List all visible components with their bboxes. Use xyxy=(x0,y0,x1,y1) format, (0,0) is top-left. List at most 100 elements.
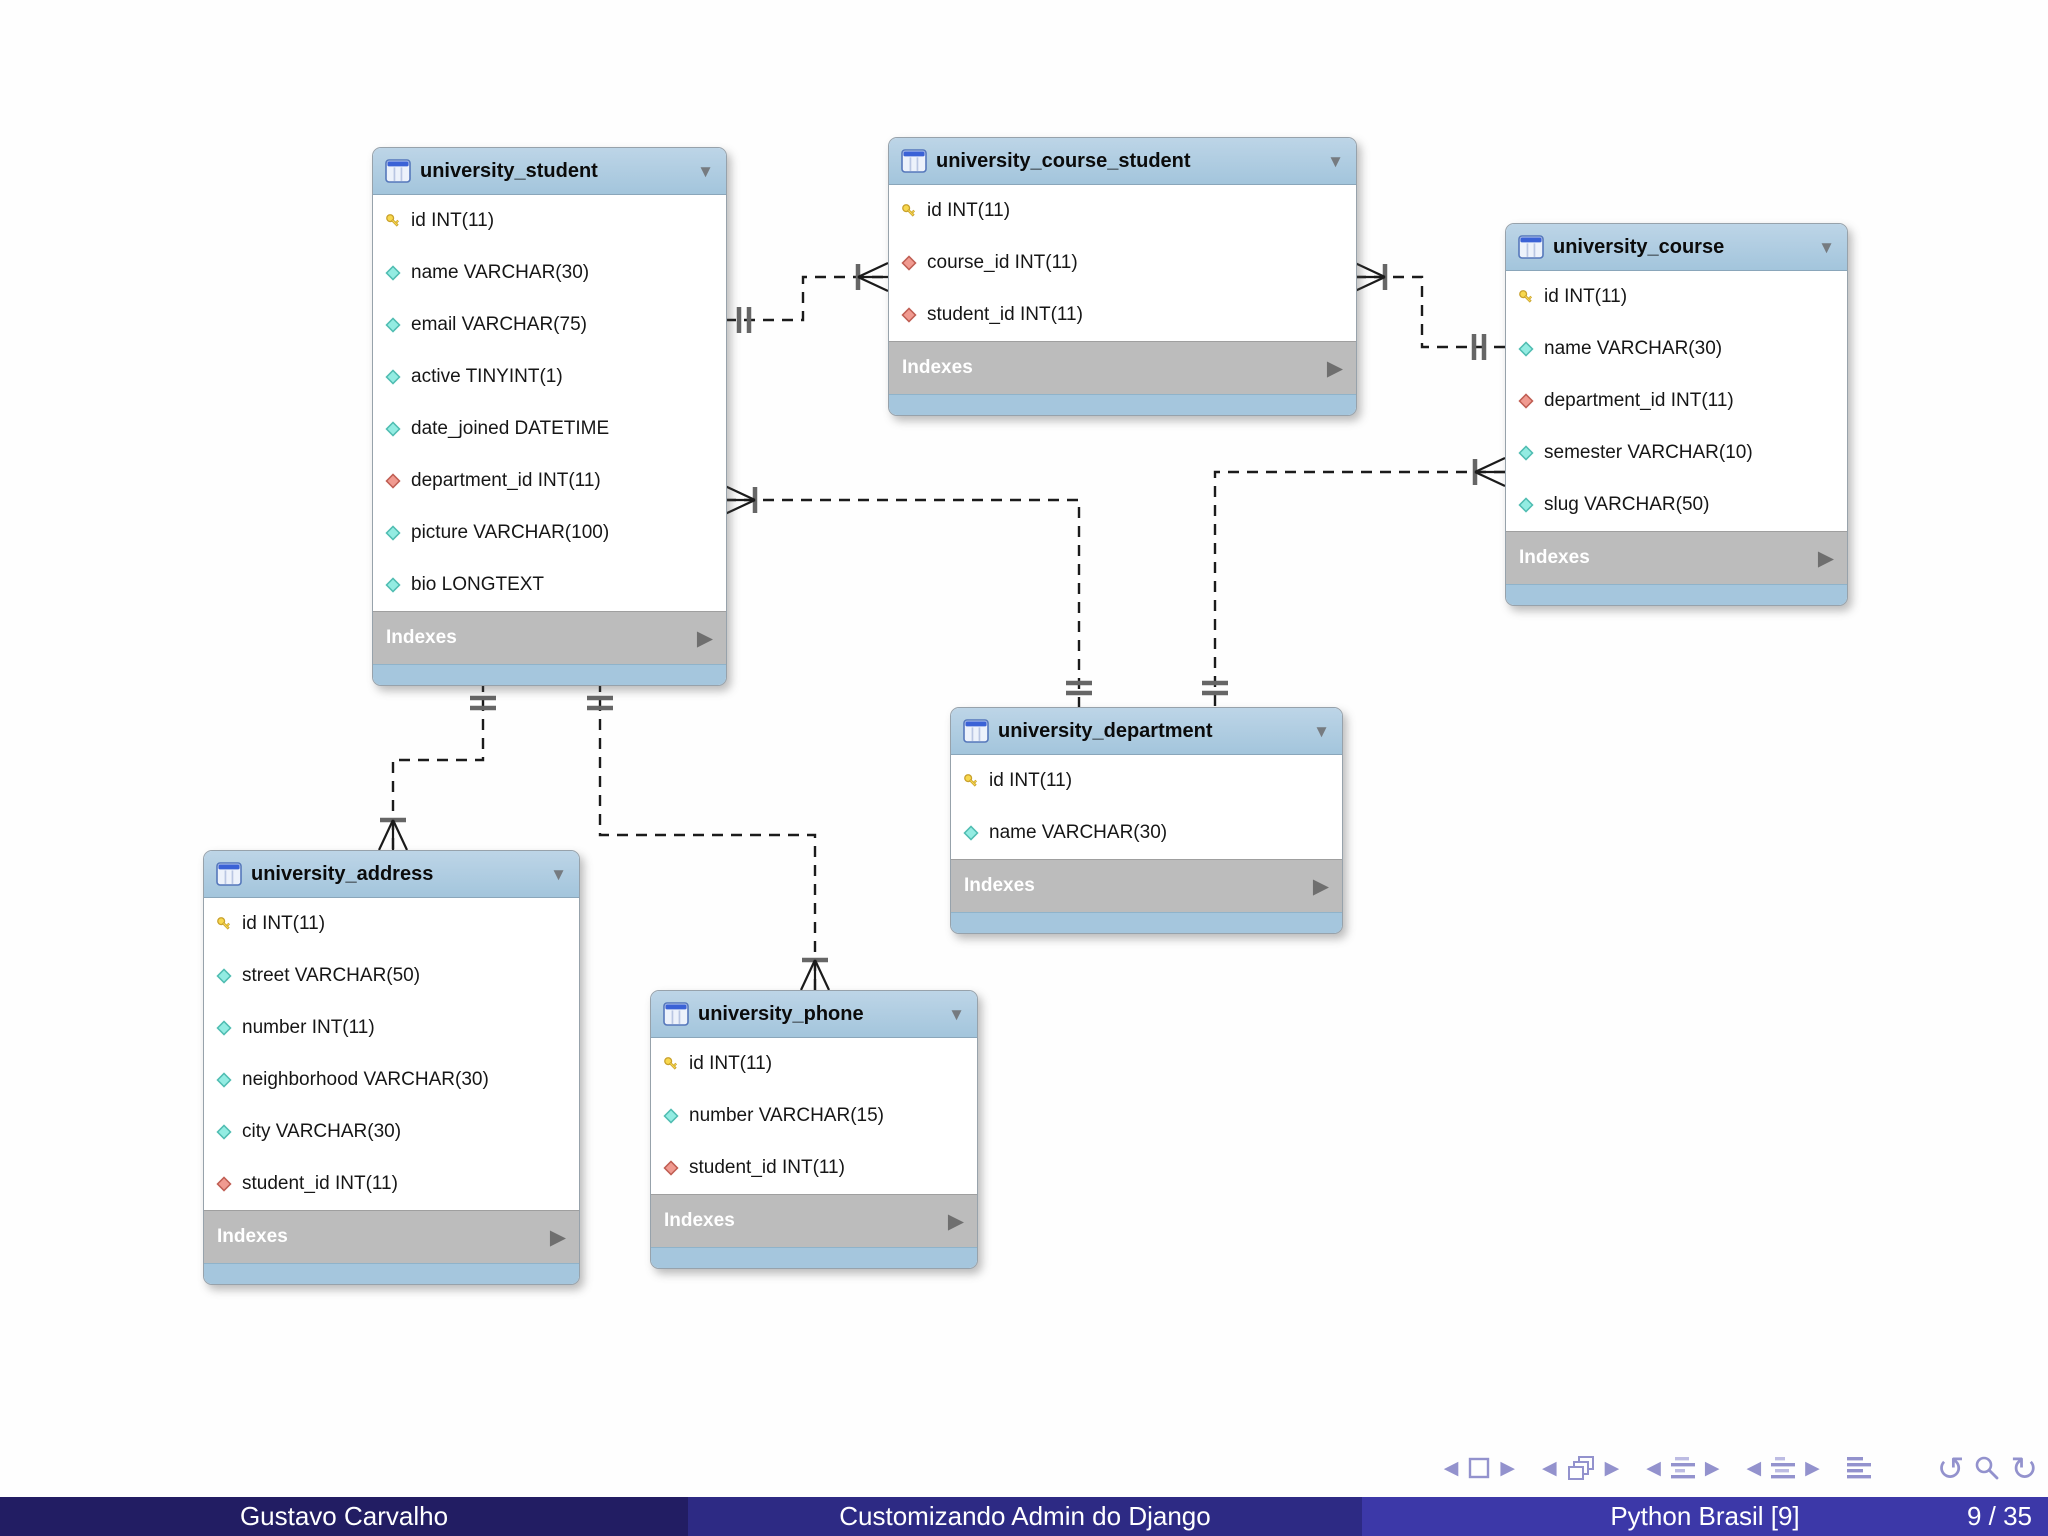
column-icon xyxy=(1518,445,1534,461)
primary-key-icon xyxy=(964,774,978,787)
table-header-university_phone: university_phone▼ xyxy=(651,991,977,1038)
foreign-key-icon xyxy=(216,1176,232,1192)
footer-author-segment: Gustavo Carvalho xyxy=(0,1497,688,1536)
table-university_student: university_student▼id INT(11) name VARCHA… xyxy=(372,147,727,686)
collapse-caret-icon: ▼ xyxy=(1818,237,1835,257)
field-label: student_id INT(11) xyxy=(689,1157,845,1178)
appendix-outline-icon[interactable] xyxy=(1846,1457,1871,1479)
field-label: course_id INT(11) xyxy=(927,252,1078,273)
column-icon xyxy=(385,577,401,593)
field-label: id INT(11) xyxy=(411,210,495,231)
field-row: date_joined DATETIME xyxy=(373,403,726,455)
table-title: university_phone xyxy=(698,1002,864,1025)
field-label: city VARCHAR(30) xyxy=(242,1121,402,1142)
table-icon xyxy=(385,159,411,183)
next-overlay-icon[interactable]: ▶ xyxy=(1604,1456,1620,1479)
search-icon[interactable] xyxy=(1974,1455,2000,1481)
indexes-label: Indexes xyxy=(386,627,457,648)
column-icon xyxy=(385,525,401,541)
table-footer-strip xyxy=(204,1263,579,1284)
field-label: name VARCHAR(30) xyxy=(1544,338,1723,359)
field-row: name VARCHAR(30) xyxy=(1506,323,1847,375)
field-row: id INT(11) xyxy=(889,185,1356,237)
relationship-phone-student xyxy=(587,681,830,991)
field-row: bio LONGTEXT xyxy=(373,559,726,611)
table-footer-strip xyxy=(651,1247,977,1268)
table-footer-strip xyxy=(889,394,1356,415)
column-icon xyxy=(385,265,401,281)
field-label: email VARCHAR(75) xyxy=(411,314,587,335)
field-label: id INT(11) xyxy=(989,770,1073,791)
collapse-caret-icon: ▼ xyxy=(1327,151,1344,171)
field-label: street VARCHAR(50) xyxy=(242,965,421,986)
prev-frame-icon[interactable]: ◀ xyxy=(1443,1456,1459,1479)
next-subsection-icon[interactable]: ▶ xyxy=(1805,1456,1820,1479)
primary-key-icon xyxy=(1519,290,1533,303)
prev-subsection-icon[interactable]: ◀ xyxy=(1746,1456,1762,1479)
field-row: name VARCHAR(30) xyxy=(373,247,726,299)
column-icon xyxy=(385,421,401,437)
field-row: semester VARCHAR(10) xyxy=(1506,427,1847,479)
table-university_phone: university_phone▼id INT(11) number VARCHA… xyxy=(650,990,978,1269)
table-icon xyxy=(1518,235,1544,259)
column-icon xyxy=(385,369,401,385)
footer-title-segment: Customizando Admin do Django xyxy=(688,1497,1362,1536)
subsection-outline-icon[interactable] xyxy=(1771,1457,1796,1479)
field-label: id INT(11) xyxy=(689,1053,773,1074)
indexes-label: Indexes xyxy=(217,1226,288,1247)
next-frame-icon[interactable]: ▶ xyxy=(1500,1456,1515,1479)
expand-indexes-icon: ▶ xyxy=(1817,546,1834,570)
column-icon xyxy=(963,825,979,841)
field-row: student_id INT(11) xyxy=(651,1142,977,1194)
collapse-caret-icon: ▼ xyxy=(697,161,714,181)
table-header-university_department: university_department▼ xyxy=(951,708,1342,755)
indexes-bar: Indexes▶ xyxy=(373,611,726,664)
field-row: active TINYINT(1) xyxy=(373,351,726,403)
field-row: number VARCHAR(15) xyxy=(651,1090,977,1142)
table-icon xyxy=(963,719,989,743)
field-row: id INT(11) xyxy=(373,195,726,247)
primary-key-icon xyxy=(386,214,400,227)
go-forward-icon[interactable]: ↻ xyxy=(2010,1448,2038,1488)
table-university_course: university_course▼id INT(11) name VARCHAR… xyxy=(1505,223,1848,606)
next-section-icon[interactable]: ▶ xyxy=(1704,1456,1720,1479)
slide-footer: Gustavo Carvalho Customizando Admin do D… xyxy=(0,1497,2048,1536)
foreign-key-icon xyxy=(1518,393,1534,409)
current-frame-icon[interactable] xyxy=(1468,1457,1490,1479)
indexes-bar: Indexes▶ xyxy=(651,1194,977,1247)
nav-appendix-group xyxy=(1846,1457,1871,1479)
indexes-bar: Indexes▶ xyxy=(1506,531,1847,584)
frames-stack-icon[interactable] xyxy=(1567,1455,1595,1481)
table-header-university_course: university_course▼ xyxy=(1506,224,1847,271)
table-university_course_student: university_course_student▼id INT(11) cour… xyxy=(888,137,1357,416)
indexes-label: Indexes xyxy=(964,875,1035,896)
field-label: student_id INT(11) xyxy=(927,304,1083,325)
foreign-key-icon xyxy=(663,1160,679,1176)
column-icon xyxy=(1518,341,1534,357)
field-row: department_id INT(11) xyxy=(373,455,726,507)
table-header-university_course_student: university_course_student▼ xyxy=(889,138,1356,185)
field-label: number INT(11) xyxy=(242,1017,375,1038)
field-row: city VARCHAR(30) xyxy=(204,1106,579,1158)
table-footer-strip xyxy=(951,912,1342,933)
field-row: street VARCHAR(50) xyxy=(204,950,579,1002)
column-icon xyxy=(216,1072,232,1088)
primary-key-icon xyxy=(902,204,916,217)
go-back-icon[interactable]: ↺ xyxy=(1936,1448,1965,1488)
section-outline-icon[interactable] xyxy=(1670,1457,1695,1479)
field-label: id INT(11) xyxy=(242,913,326,934)
field-label: department_id INT(11) xyxy=(1544,390,1734,411)
field-label: active TINYINT(1) xyxy=(411,366,563,387)
nav-frame-group: ◀▶ xyxy=(1444,1457,1515,1479)
prev-section-icon[interactable]: ◀ xyxy=(1646,1456,1661,1479)
table-header-university_address: university_address▼ xyxy=(204,851,579,898)
field-row: id INT(11) xyxy=(1506,271,1847,323)
primary-key-icon xyxy=(664,1057,678,1070)
relationship-student-department xyxy=(724,485,1092,707)
column-icon xyxy=(216,1124,232,1140)
nav-subsection-group: ◀▶ xyxy=(1746,1456,1820,1479)
table-header-university_student: university_student▼ xyxy=(373,148,726,195)
prev-overlay-icon[interactable]: ◀ xyxy=(1541,1456,1557,1479)
field-label: name VARCHAR(30) xyxy=(411,262,590,283)
